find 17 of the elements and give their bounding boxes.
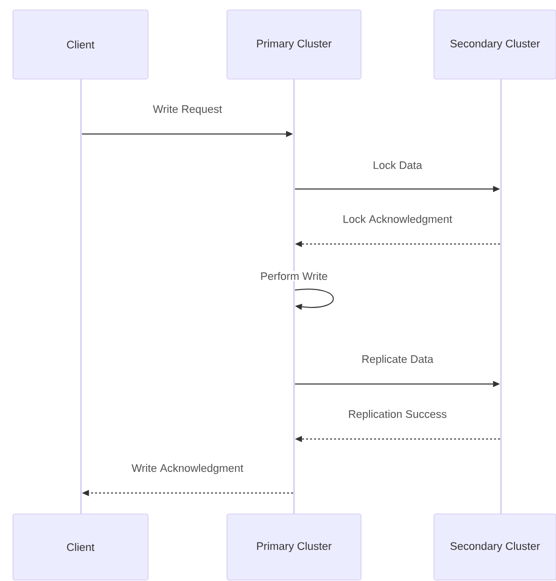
- lifeline: [80, 79, 82, 514]
- participant-box: Secondary Cluster: [434, 514, 556, 580]
- participant-box: Primary Cluster: [226, 514, 362, 580]
- message-label: Lock Acknowledgment: [342, 214, 454, 226]
- participant-box: Client: [12, 514, 148, 580]
- message-label: Write Acknowledgment: [130, 462, 244, 476]
- lifeline: [293, 79, 295, 514]
- message-arrow: [294, 288, 334, 310]
- message-label: Write Request: [152, 104, 224, 116]
- lifeline: [500, 79, 502, 514]
- message-label: Replicate Data: [360, 354, 434, 366]
- message-label: Lock Data: [372, 160, 424, 170]
- message-label: Perform Write: [259, 270, 329, 282]
- participant-box: Secondary Cluster: [434, 10, 556, 80]
- participant-box: Client: [12, 10, 148, 80]
- message-label: Replication Success: [347, 408, 448, 422]
- participant-box: Primary Cluster: [226, 10, 362, 80]
